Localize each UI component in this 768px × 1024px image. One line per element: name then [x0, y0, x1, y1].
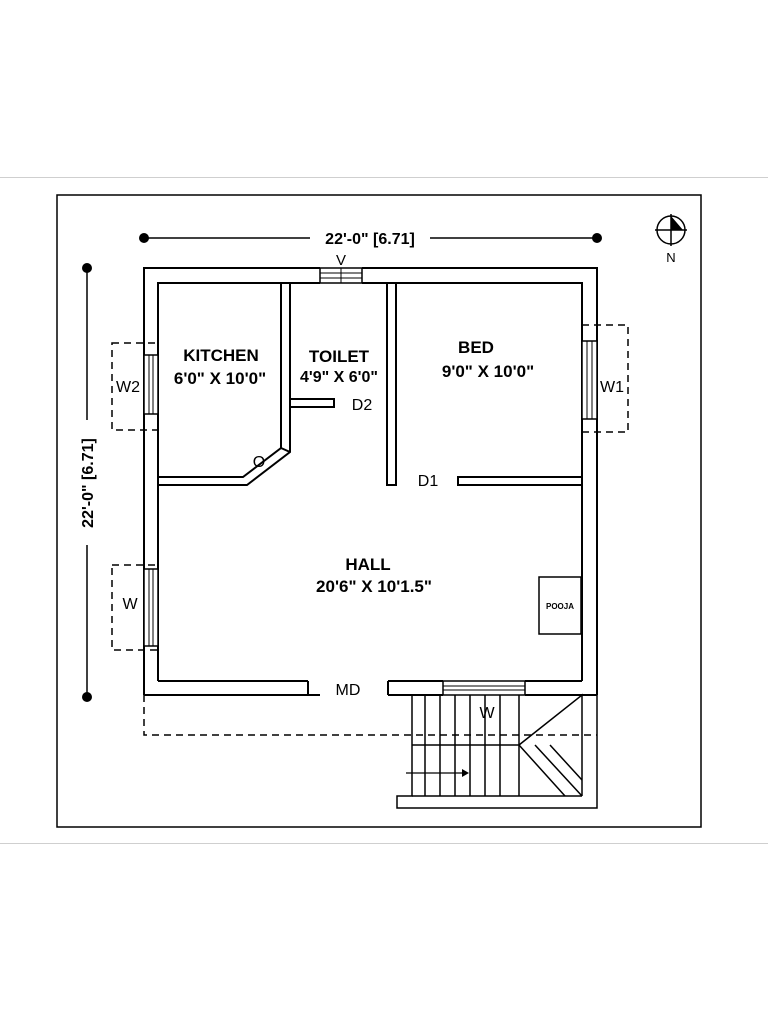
kitchen-name: KITCHEN: [183, 346, 259, 365]
plinth-boundary: [143, 695, 597, 736]
pooja-niche: POOJA: [538, 576, 582, 635]
staircase: [396, 693, 598, 809]
interior-walls: [158, 283, 583, 486]
window-w1-label: W1: [600, 379, 624, 396]
ventilator: V: [319, 252, 363, 284]
outer-walls: [143, 267, 598, 696]
width-dimension-label: 22'-0" [6.71]: [325, 231, 415, 248]
toilet-size: 4'9" X 6'0": [300, 369, 378, 386]
height-dimension: 22'-0" [6.71]: [80, 263, 97, 702]
window-front: W: [442, 680, 526, 722]
bed-name: BED: [458, 338, 494, 357]
window-w2-label: W2: [116, 379, 140, 396]
north-arrow-icon: N: [655, 214, 687, 265]
main-door-label: MD: [336, 682, 361, 699]
drawing-frame: [56, 194, 702, 828]
window-front-label: W: [479, 705, 495, 722]
toilet-name: TOILET: [309, 347, 370, 366]
window-hall-label: W: [122, 596, 138, 613]
kitchen-size: 6'0" X 10'0": [174, 369, 266, 388]
bed-size: 9'0" X 10'0": [442, 362, 534, 381]
height-dimension-label: 22'-0" [6.71]: [80, 438, 97, 528]
hall-size: 20'6" X 10'1.5": [316, 577, 432, 596]
ventilator-label: V: [336, 252, 346, 269]
window-hall: W: [111, 564, 159, 651]
door-d1-label: D1: [418, 473, 439, 490]
kitchen-opening-label: O: [253, 454, 265, 471]
width-dimension: 22'-0" [6.71]: [139, 231, 602, 248]
top-separator-line: [0, 177, 768, 178]
door-d2-label: D2: [352, 397, 373, 414]
hall-name: HALL: [345, 555, 390, 574]
bottom-separator-line: [0, 843, 768, 844]
north-label: N: [666, 250, 675, 265]
window-w1: W1: [581, 324, 629, 433]
window-w2: W2: [111, 342, 159, 431]
pooja-label: POOJA: [546, 602, 574, 611]
